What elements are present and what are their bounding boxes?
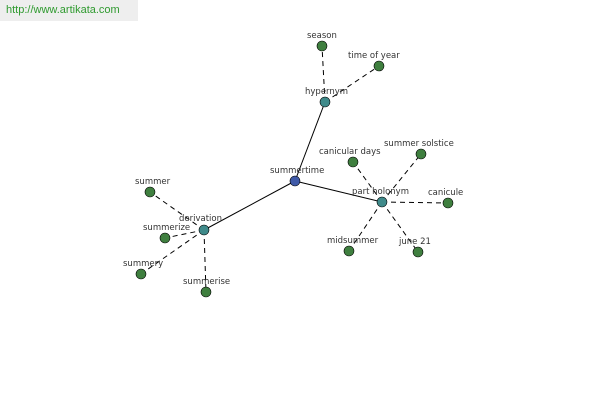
edge-holonym-june-21	[381, 201, 419, 253]
edge-derivation-summery	[140, 229, 205, 275]
edge-root-hypernym	[294, 101, 326, 182]
edge-holonym-canicule	[381, 201, 449, 204]
source-url-link[interactable]: http://www.artikata.com	[6, 4, 120, 16]
node-summer-solstice[interactable]	[415, 148, 427, 160]
label-summer: summer	[135, 177, 171, 187]
node-summerise[interactable]	[200, 286, 212, 298]
edge-root-part-holonym	[294, 180, 383, 203]
edge-holonym-midsummer	[348, 201, 383, 252]
node-time-of-year[interactable]	[373, 60, 385, 72]
node-canicular-days[interactable]	[347, 156, 359, 168]
edge-derivation-summerize	[164, 229, 205, 239]
edge-hypernym-time-of-year	[324, 65, 380, 103]
label-time-of-year: time of year	[348, 51, 400, 61]
node-part-holonym[interactable]	[376, 196, 388, 208]
node-season[interactable]	[316, 40, 328, 52]
solid-edges	[203, 101, 383, 231]
node-summertime[interactable]	[289, 175, 301, 187]
edge-derivation-summerise	[203, 229, 207, 293]
node-canicule[interactable]	[442, 197, 454, 209]
label-summertime: summertime	[270, 166, 324, 176]
node-derivation[interactable]	[198, 224, 210, 236]
label-summerise: summerise	[183, 277, 230, 287]
label-hypernym: hypernym	[305, 87, 348, 97]
node-june-21[interactable]	[412, 246, 424, 258]
label-canicular-days: canicular days	[319, 147, 381, 157]
label-midsummer: midsummer	[327, 236, 379, 246]
label-summerize: summerize	[143, 223, 190, 233]
label-season: season	[307, 31, 337, 41]
edge-root-derivation	[203, 180, 296, 231]
label-summery: summery	[123, 259, 163, 269]
edge-hypernym-season	[321, 45, 326, 103]
edge-derivation-summer	[149, 191, 205, 231]
label-derivation: derivation	[179, 214, 222, 224]
node-summer[interactable]	[144, 186, 156, 198]
source-url-banner: http://www.artikata.com	[0, 0, 138, 21]
node-summerize[interactable]	[159, 232, 171, 244]
node-midsummer[interactable]	[343, 245, 355, 257]
node-summery[interactable]	[135, 268, 147, 280]
label-canicule: canicule	[428, 188, 463, 198]
edge-holonym-summer-solstice	[381, 153, 422, 203]
label-summer-solstice: summer solstice	[384, 139, 454, 149]
label-part-holonym: part holonym	[352, 187, 409, 197]
label-june-21: june 21	[398, 237, 431, 247]
node-hypernym[interactable]	[319, 96, 331, 108]
dashed-edges	[140, 45, 449, 293]
